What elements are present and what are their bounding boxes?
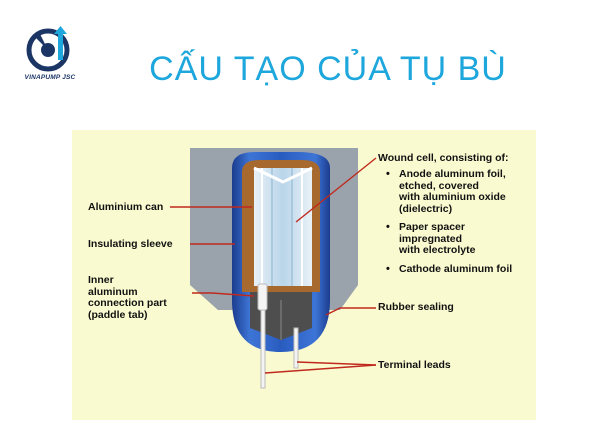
wound-cell-item-paper: Paper spacer impregnated with electrolyt…: [385, 221, 535, 257]
label-wound-cell-heading: Wound cell, consisting of:: [378, 152, 509, 164]
leader-lines: [170, 157, 377, 374]
label-insulating-sleeve: Insulating sleeve: [88, 238, 173, 250]
label-inner-connection: Inner aluminum connection part (paddle t…: [88, 274, 167, 321]
label-terminal-leads: Terminal leads: [378, 359, 451, 371]
terminal-lead-right: [293, 327, 299, 369]
page-title: CẤU TẠO CỦA TỤ BÙ: [149, 50, 507, 88]
company-logo: VINAPUMP JSC: [8, 26, 92, 92]
label-aluminium-can: Aluminium can: [88, 201, 164, 213]
wound-cell-list: Anode aluminum foil, etched, covered wit…: [385, 168, 535, 282]
brand-name: VINAPUMP JSC: [24, 74, 76, 81]
wound-cell-item-cathode: Cathode aluminum foil: [385, 263, 535, 276]
label-rubber-sealing: Rubber sealing: [378, 301, 454, 313]
paddle-tab-shape: [257, 283, 268, 311]
vinapump-logo-icon: [26, 26, 70, 72]
terminal-lead-left: [260, 309, 266, 389]
wound-cell-item-anode: Anode aluminum foil, etched, covered wit…: [385, 168, 535, 215]
